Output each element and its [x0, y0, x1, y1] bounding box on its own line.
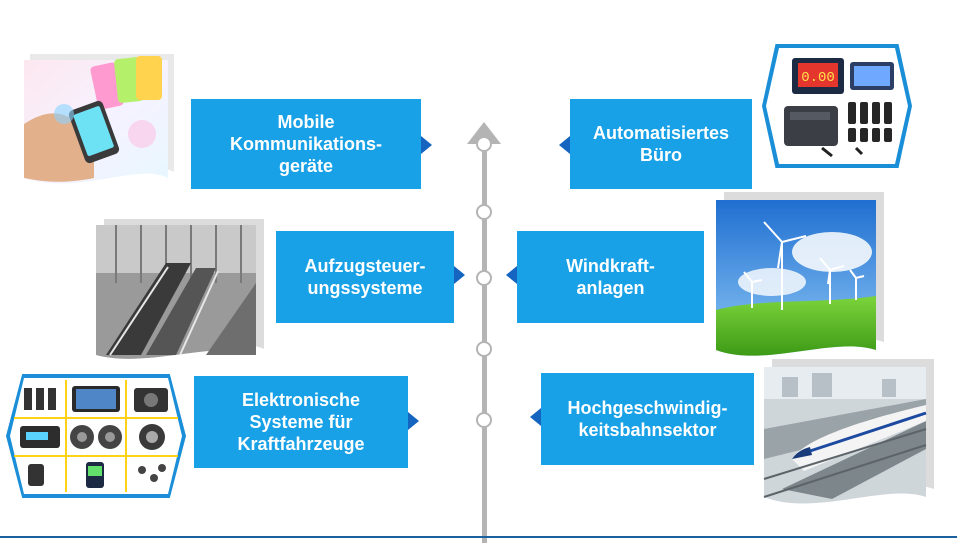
label-line: geräte [278, 156, 333, 176]
label-automatisiertes-buero: Automatisiertes Büro [570, 99, 752, 189]
label-elektronische-systeme-kfz: Elektronische Systeme für Kraftfahrzeuge [194, 376, 408, 468]
label-line: Kraftfahrzeuge [237, 434, 365, 454]
timeline-axis [467, 122, 501, 543]
office-devices-photo: 0.00 [762, 44, 912, 168]
bottom-rule [0, 536, 957, 538]
pointer-right-icon [421, 136, 432, 154]
label-line: Systeme für [249, 412, 353, 432]
smartphones-photo [24, 44, 188, 186]
label-windkraftanlagen: Windkraft- anlagen [517, 231, 704, 323]
label-line: anlagen [576, 278, 645, 298]
label-line: Büro [639, 145, 682, 165]
car-electronics-photo [6, 374, 186, 498]
pointer-right-icon [408, 412, 419, 430]
pointer-left-icon [506, 266, 517, 284]
label-line: Kommunikations- [229, 134, 382, 154]
timeline-node [476, 270, 492, 286]
svg-text:0.00: 0.00 [801, 70, 835, 86]
label-line: Windkraft- [566, 256, 655, 276]
label-line: Aufzugsteuer- [304, 256, 426, 276]
timeline-node [476, 204, 492, 220]
label-line: Automatisiertes [592, 123, 730, 143]
label-line: Hochgeschwindig- [567, 398, 728, 418]
label-mobile-kommunikationsgeraete: Mobile Kommunikations- geräte [191, 99, 421, 189]
highspeed-train-photo [762, 359, 936, 509]
pointer-left-icon [530, 408, 541, 426]
timeline-node [476, 341, 492, 357]
label-line: Elektronische [241, 390, 361, 410]
label-line: keitsbahnsektor [578, 420, 717, 440]
timeline-node [476, 136, 492, 152]
axis-arrowhead [467, 122, 501, 144]
label-line: Mobile [277, 112, 335, 132]
wind-turbines-photo [712, 192, 886, 364]
escalator-photo [96, 213, 268, 361]
label-aufzugsteuerungssysteme: Aufzugsteuer- ungssysteme [276, 231, 454, 323]
label-line: ungssysteme [307, 278, 423, 298]
pointer-right-icon [454, 266, 465, 284]
pointer-left-icon [559, 136, 570, 154]
label-hochgeschwindigkeitsbahnsektor: Hochgeschwindig- keitsbahnsektor [541, 373, 754, 465]
timeline-node [476, 412, 492, 428]
